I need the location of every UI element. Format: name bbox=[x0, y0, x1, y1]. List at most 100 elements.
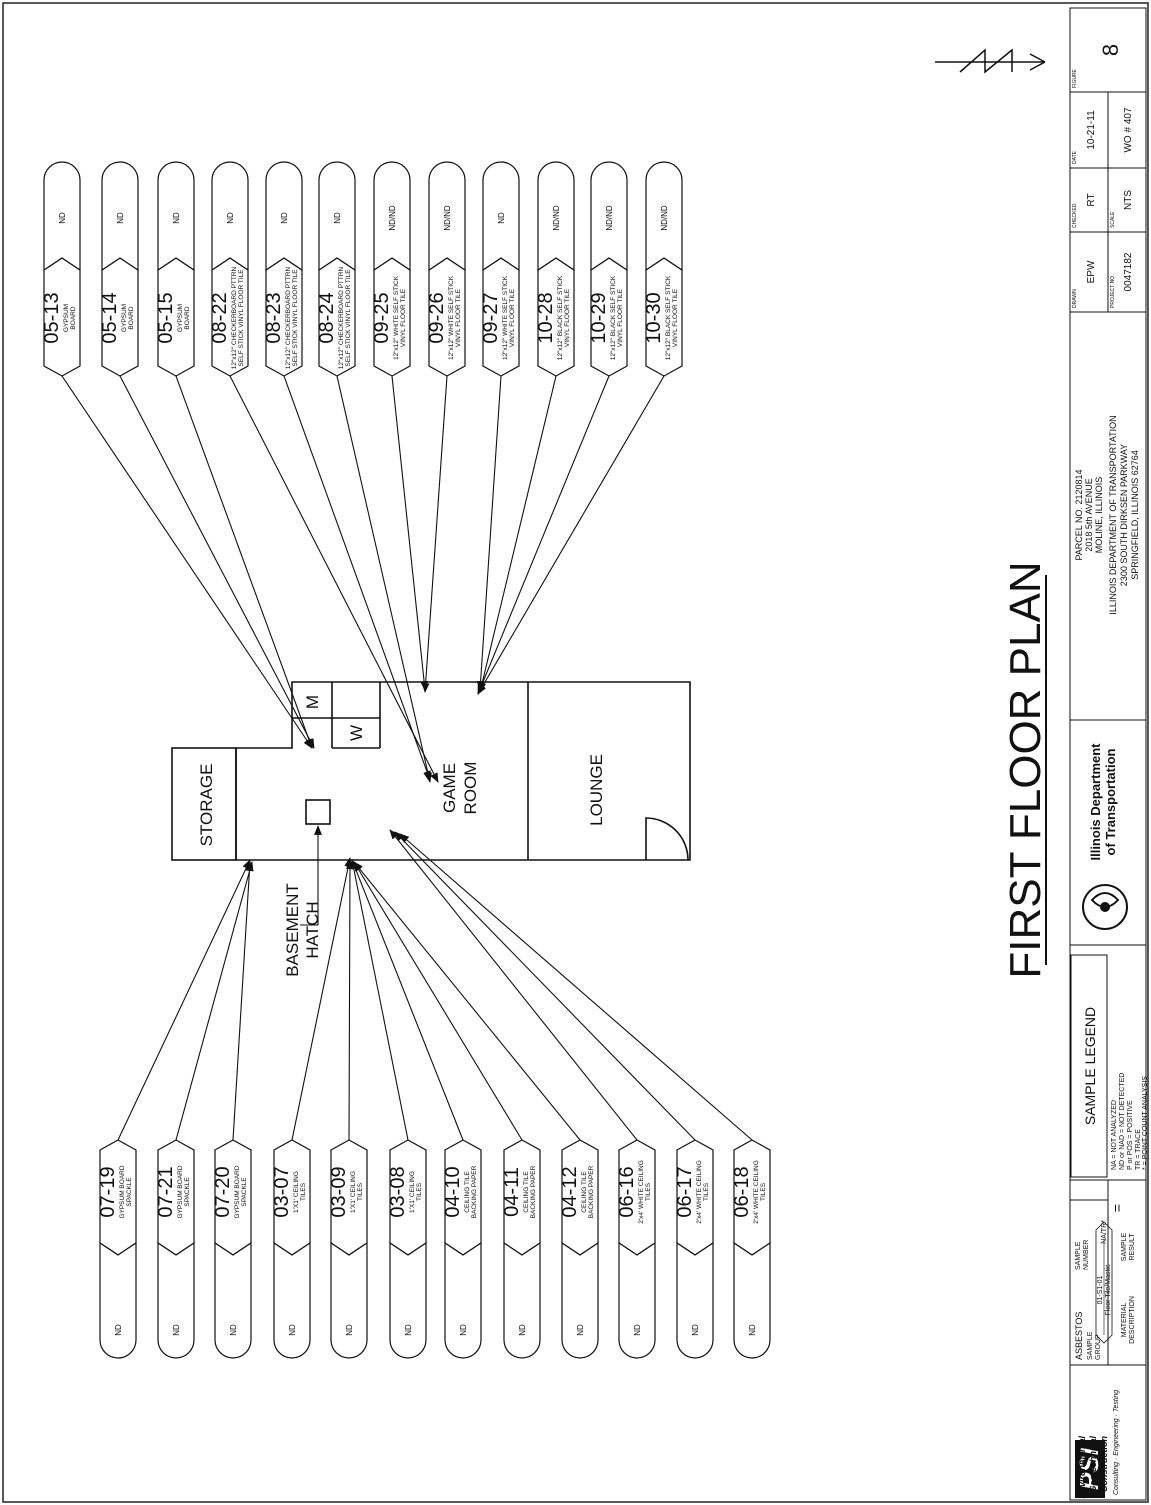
sample-desc: 12"x12" WHITE SELF STICK bbox=[393, 275, 400, 360]
sample-id: 04-10 bbox=[442, 1166, 464, 1217]
company-line-4: Consulting · Engineering · Testing bbox=[1113, 1390, 1120, 1495]
sample-desc: BACKING PAPER bbox=[471, 1165, 478, 1218]
sample-id: 03-07 bbox=[271, 1166, 293, 1217]
sample-desc: 2'x4' WHITE CEILING bbox=[638, 1160, 645, 1224]
sample-result: ND bbox=[345, 1324, 354, 1336]
date-value: 10-21-11 bbox=[1086, 110, 1097, 150]
sample-result-pill bbox=[157, 1241, 195, 1359]
sample-desc: TILES bbox=[703, 1182, 710, 1201]
sample-desc: SELF STICK VINYL FLOOR TILE bbox=[238, 269, 245, 367]
legend-material-1: MATERIAL bbox=[1121, 1303, 1128, 1338]
leader-line bbox=[477, 375, 665, 695]
sample-id: 04-12 bbox=[559, 1166, 581, 1217]
leader-line bbox=[478, 375, 557, 693]
sample-result: ND bbox=[404, 1324, 413, 1336]
sample-result: ND bbox=[229, 1324, 238, 1336]
sample-id: 05-13 bbox=[41, 292, 63, 343]
sample-id: 03-08 bbox=[387, 1166, 409, 1217]
legend-result-2: RESULT bbox=[1129, 1233, 1136, 1261]
figure-value: 8 bbox=[1098, 44, 1123, 56]
legend-line-2: ND or NAD = NOT DETECTED bbox=[1119, 1073, 1126, 1170]
sample-result: ND bbox=[58, 212, 67, 224]
checked-label: CHECKED bbox=[1072, 203, 1078, 228]
sample-desc: 2'x4' WHITE CEILING bbox=[753, 1160, 760, 1224]
sample-desc: 12"x12" CHECKERBOARD PTTRN bbox=[338, 266, 345, 369]
company-line-3: Construction bbox=[1099, 1436, 1109, 1492]
sample-desc: TILES bbox=[357, 1182, 364, 1201]
project-no-value: 0047182 bbox=[1123, 252, 1134, 291]
sample-desc: 12"x12" BLACK SELF STICK bbox=[610, 275, 617, 360]
sample-desc: VINYL FLOOR TILE bbox=[617, 288, 624, 347]
sample-result: ND bbox=[576, 1324, 585, 1336]
sample-desc: 12"x12" WHITE SELF STICK bbox=[502, 275, 509, 360]
sample-desc: VINYL FLOOR TILE bbox=[400, 288, 407, 347]
sample-desc: SPACKLE bbox=[126, 1177, 133, 1207]
sample-result-pill bbox=[389, 1241, 427, 1359]
sample-id: 07-21 bbox=[155, 1166, 177, 1217]
sample-id: 05-15 bbox=[155, 292, 177, 343]
sample-result: ND bbox=[226, 212, 235, 224]
sample-result: ND bbox=[172, 1324, 181, 1336]
legend-key-heading-2: SAMPLE bbox=[1087, 1331, 1094, 1360]
sample-result-pill bbox=[265, 161, 303, 272]
north-arrow-icon bbox=[935, 48, 1046, 74]
wo-value: WO # 407 bbox=[1123, 107, 1134, 152]
sample-result-pill bbox=[733, 1241, 771, 1359]
sample-desc: CEILING TILE bbox=[523, 1171, 530, 1213]
basement-hatch-label-2: HATCH bbox=[303, 901, 322, 958]
drawn-value: EPW bbox=[1086, 260, 1097, 283]
main-building-wall bbox=[236, 681, 691, 861]
leader-line bbox=[391, 375, 429, 691]
legend-key-heading-1: ASBESTOS bbox=[1074, 1312, 1084, 1360]
date-label: DATE bbox=[1072, 150, 1078, 164]
sample-result: ND bbox=[691, 1324, 700, 1336]
leader-line bbox=[421, 375, 448, 693]
basement-hatch-label-1: BASEMENT bbox=[283, 883, 302, 977]
sample-result-pill bbox=[428, 161, 466, 272]
sample-desc: VINYL FLOOR TILE bbox=[455, 288, 462, 347]
sample-desc: 2'x4' WHITE CEILING bbox=[696, 1160, 703, 1224]
sample-desc: 12"x12" WHITE SELF STICK bbox=[448, 275, 455, 360]
leader-line bbox=[399, 833, 753, 1141]
room-lounge-label: LOUNGE bbox=[587, 754, 606, 826]
legend-example-result: NA/TR* bbox=[1101, 1220, 1108, 1244]
sample-result: ND bbox=[280, 212, 289, 224]
psi-logo-text: PSI bbox=[1074, 1447, 1104, 1490]
sample-result-pill bbox=[318, 161, 356, 272]
restroom-w-wall bbox=[331, 718, 380, 749]
sample-id: 10-30 bbox=[643, 292, 665, 343]
sample-desc: SELF STICK VINYL FLOOR TILE bbox=[292, 269, 299, 367]
sample-desc: BOARD bbox=[184, 306, 191, 329]
sample-result-pill bbox=[273, 1241, 311, 1359]
leader-line bbox=[229, 375, 439, 783]
scale-label: SCALE bbox=[1110, 211, 1116, 228]
sample-desc: 1'X1' CEILING bbox=[409, 1171, 416, 1213]
sample-result-pill bbox=[99, 1241, 137, 1359]
sample-result: ND bbox=[114, 1324, 123, 1336]
sample-result: ND/ND bbox=[605, 205, 614, 231]
sample-id: 09-25 bbox=[371, 292, 393, 343]
leader-line bbox=[283, 375, 431, 781]
sample-id: 06-18 bbox=[731, 1166, 753, 1217]
legend-key-sample-number-1: SAMPLE bbox=[1075, 1241, 1082, 1270]
sample-result: ND/ND bbox=[443, 205, 452, 231]
sample-id: 05-14 bbox=[99, 292, 121, 343]
sample-result-pill bbox=[537, 161, 575, 272]
leader-line bbox=[389, 829, 638, 1141]
idot-name-2: of Transportation bbox=[1103, 748, 1118, 855]
leader-line bbox=[119, 375, 315, 749]
